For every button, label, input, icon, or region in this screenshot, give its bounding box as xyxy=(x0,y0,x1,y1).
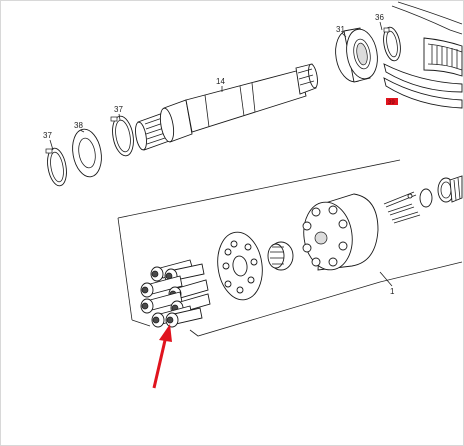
highlight-tag xyxy=(386,98,398,105)
retaining-ring-outer xyxy=(45,147,67,187)
snap-ring xyxy=(383,26,401,62)
label-retaining-ring-outer: 37 xyxy=(43,131,52,140)
label-snap-ring: 36 xyxy=(375,13,384,22)
spherical-bushing xyxy=(267,241,294,271)
center-pins xyxy=(383,191,421,224)
curved-shim xyxy=(383,63,463,109)
piston-set xyxy=(140,259,211,328)
drive-shaft xyxy=(135,63,318,151)
label-curved-shim: 39 xyxy=(388,100,395,106)
label-thrust-washer: 38 xyxy=(74,121,83,130)
label-bearing: 31 xyxy=(336,25,345,34)
retainer-plate xyxy=(217,231,263,301)
retaining-ring-shaft xyxy=(110,115,134,157)
rotating-group-outline xyxy=(117,159,463,337)
housing-fragment xyxy=(391,1,463,35)
label-retaining-ring-shaft: 37 xyxy=(114,105,123,114)
thrust-washer xyxy=(72,128,102,178)
spring-assembly xyxy=(419,175,463,208)
label-rotating-group: 1 xyxy=(390,287,395,296)
label-drive-shaft: 14 xyxy=(216,77,225,86)
needle-bearing-ring xyxy=(423,37,463,77)
red-arrow-up-icon xyxy=(152,324,172,389)
bearing xyxy=(335,27,378,83)
cylinder-block xyxy=(302,193,379,271)
